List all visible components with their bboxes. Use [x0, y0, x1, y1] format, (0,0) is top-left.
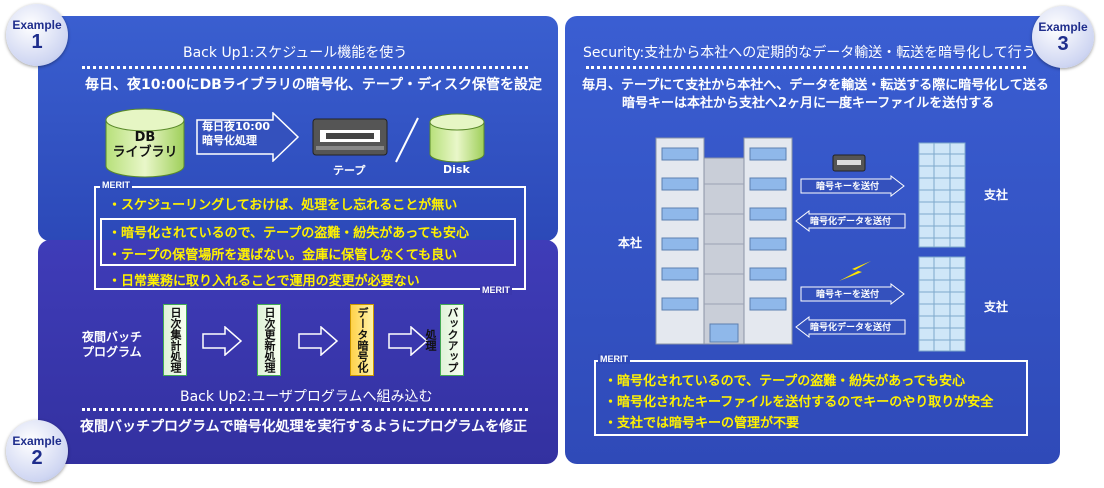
example1-badge: Example 1: [6, 4, 68, 66]
badge-number: 1: [31, 31, 43, 53]
step-data-encryption: データ暗号化: [350, 304, 374, 376]
arrow-label: 暗号キーを送付: [816, 290, 880, 300]
dotted-divider: [586, 66, 1026, 69]
backup2-subtitle: 夜間バッチプログラムで暗号化処理を実行するようにプログラムを修正: [80, 419, 528, 435]
db-library-label: DB ライブラリ: [100, 130, 190, 160]
process-label: 毎日夜10:00 暗号化処理: [202, 120, 270, 148]
arrow-label: 暗号キーを送付: [816, 182, 880, 192]
process-line2: 暗号化処理: [202, 134, 257, 147]
batch-program-label: 夜間バッチ プログラム: [82, 330, 142, 360]
db-label-line2: ライブラリ: [112, 145, 178, 160]
step-arrow-icon: [202, 325, 243, 357]
db-label-line1: DB: [134, 130, 156, 145]
badge-number: 3: [1057, 33, 1069, 55]
slash-divider: [392, 116, 422, 164]
security-merit-label: MERIT: [598, 354, 630, 364]
tape-icon: [312, 118, 388, 156]
security-line1: 毎月、テープにて支社から本社へ、データを輸送・転送する際に暗号化して送る: [582, 78, 1049, 93]
backup1-title: Back Up1:スケジュール機能を使う: [183, 45, 408, 61]
step-daily-summary: 日次集計処理: [163, 304, 187, 376]
security-merit-item: ・暗号化されているので、テープの盗難・紛失があっても安心: [604, 374, 966, 389]
security-merit-box: [594, 360, 1028, 436]
merit-inner-box: [100, 218, 516, 266]
badge-word: Example: [1038, 20, 1088, 34]
security-line2: 暗号キーは本社から支社へ2ヶ月に一度キーファイルを送付する: [622, 96, 995, 111]
encrypt-process-arrow: [196, 111, 300, 163]
badge-word: Example: [12, 434, 62, 448]
arrow-label: 暗号化データを送付: [810, 323, 892, 333]
merit-item: ・暗号化されているので、テープの盗難・紛失があっても安心: [108, 226, 470, 241]
security-title: Security:支社から本社への定期的なデータ輸送・転送を暗号化して行う: [583, 45, 1036, 61]
example3-badge: Example 3: [1032, 6, 1094, 68]
hq-label: 本社: [618, 236, 643, 250]
hq-building-icon: [654, 134, 794, 346]
process-line1: 毎日夜10:00: [202, 120, 271, 133]
step-arrow-icon: [298, 325, 339, 357]
send-key-arrow-2: 暗号キーを送付: [800, 283, 906, 305]
disk-label: Disk: [443, 163, 470, 176]
backup2-title: Back Up2:ユーザプログラムへ組み込む: [180, 389, 433, 405]
security-merit-item: ・支社では暗号キーの管理が不要: [604, 416, 800, 431]
step-arrow-icon: [388, 325, 429, 357]
branch2-label: 支社: [984, 300, 1009, 314]
merit-label-bottom: MERIT: [480, 285, 512, 295]
branch-building-icon: [918, 256, 966, 352]
batch-line1: 夜間バッチ: [82, 330, 143, 344]
backup1-subtitle: 毎日、夜10:00にDBライブラリの暗号化、テープ・ディスク保管を設定: [85, 77, 543, 93]
arrow-label: 暗号化データを送付: [810, 217, 892, 227]
step-daily-update: 日次更新処理: [257, 304, 281, 376]
tape-icon: [832, 154, 866, 172]
send-key-arrow-1: 暗号キーを送付: [800, 175, 906, 197]
db-library-icon: [100, 108, 190, 180]
merit-label-top: MERIT: [100, 180, 132, 190]
step-backup: バックアップ処理: [424, 304, 464, 376]
badge-word: Example: [12, 18, 62, 32]
merit-box: [94, 186, 526, 290]
badge-number: 2: [31, 447, 43, 469]
branch-building-icon: [918, 142, 966, 248]
branch1-label: 支社: [984, 188, 1009, 202]
send-data-arrow-1: 暗号化データを送付: [794, 210, 906, 232]
batch-line2: プログラム: [82, 345, 142, 359]
merit-item: ・スケジューリングしておけば、処理をし忘れることが無い: [108, 198, 458, 213]
merit-item: ・日常業務に取り入れることで運用の変更が必要ない: [108, 274, 420, 289]
example2-badge: Example 2: [6, 420, 68, 482]
dotted-divider: [82, 408, 528, 411]
example2-panel: [38, 240, 558, 464]
merit-item: ・テープの保管場所を選ばない。金庫に保管しなくても良い: [108, 248, 458, 263]
tape-label: テープ: [333, 164, 366, 177]
disk-icon: [426, 112, 488, 164]
lightning-icon: [838, 260, 872, 282]
example3-panel: [565, 16, 1060, 464]
dotted-divider: [82, 66, 528, 69]
send-data-arrow-2: 暗号化データを送付: [794, 316, 906, 338]
security-merit-item: ・暗号化されたキーファイルを送付するのでキーのやり取りが安全: [604, 395, 994, 410]
